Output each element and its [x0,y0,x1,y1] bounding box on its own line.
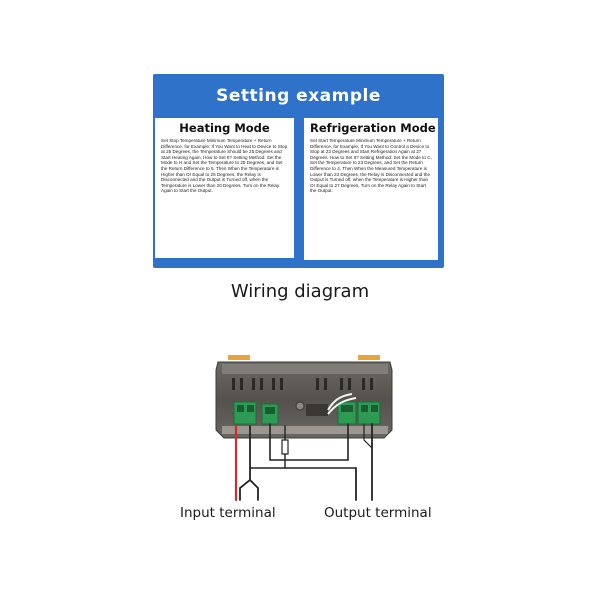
input-terminal-block [233,401,279,425]
panel-title: Setting example [216,86,381,106]
heating-mode-card: Heating Mode Set Stop Temperature Minimu… [155,118,294,258]
mounting-clips [228,355,380,360]
heating-mode-text: Set Stop Temperature Minimum Temperature… [161,138,288,194]
heating-mode-title: Heating Mode [179,121,270,135]
panel-header: Setting example [153,74,444,118]
refrigeration-mode-text: Set Start Temperature Minimum Temperatur… [310,138,432,194]
output-terminal-label: Output terminal [324,505,432,521]
refrigeration-mode-card: Refrigeration Mode Set Start Temperature… [304,118,438,260]
wiring-diagram-title: Wiring diagram [230,281,370,302]
output-terminal-block [337,401,381,425]
input-terminal-label: Input terminal [180,505,276,521]
wires [234,423,373,502]
controller-device [215,361,393,439]
refrigeration-mode-title: Refrigeration Mode [310,121,436,135]
